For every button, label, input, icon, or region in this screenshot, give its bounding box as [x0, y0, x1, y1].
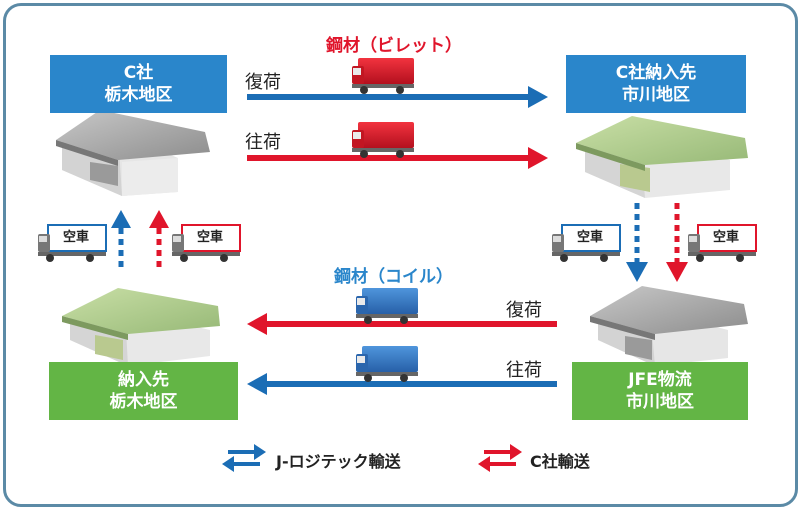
node-dest-tochigi-line1: 納入先 [118, 370, 169, 390]
node-c-dest-ichikawa: C社納入先 市川地区 [566, 55, 746, 113]
warehouse-c-tochigi [56, 110, 210, 196]
dashed-arrow-right-red [666, 203, 688, 282]
node-jfe-ichikawa-line2: 市川地区 [626, 392, 694, 412]
node-c-tochigi-line2: 栃木地区 [104, 85, 173, 105]
empty-label-left-blue: 空車 [52, 230, 100, 246]
dashed-arrow-left-red [149, 210, 169, 270]
truck-blue-bottom-2 [356, 346, 418, 382]
label-bottom-outbound: 往荷 [506, 360, 542, 381]
dashed-arrow-left-blue [111, 210, 131, 270]
truck-red-top-1 [352, 58, 414, 94]
dashed-arrow-right-blue [626, 203, 648, 282]
cargo-coil-label: 鋼材（コイル） [334, 267, 453, 287]
empty-label-right-blue: 空車 [566, 230, 614, 246]
legend-blue-swap-icon [222, 444, 266, 472]
arrow-bottom-outbound-blue [247, 373, 557, 395]
node-dest-tochigi: 納入先 栃木地区 [49, 362, 238, 420]
node-jfe-ichikawa-line1: JFE物流 [628, 370, 692, 390]
label-top-outbound: 往荷 [245, 132, 281, 153]
warehouse-jfe-ichikawa [590, 286, 748, 366]
legend-jlogitec-label: J-ロジテック輸送 [276, 452, 401, 471]
arrow-top-outbound-red [247, 147, 548, 169]
node-c-tochigi: C社 栃木地区 [50, 55, 227, 113]
node-dest-tochigi-line2: 栃木地区 [109, 392, 178, 412]
node-c-tochigi-line1: C社 [123, 63, 154, 83]
arrow-bottom-return-red [247, 313, 557, 335]
legend-red-swap-icon [478, 444, 522, 472]
label-top-return: 復荷 [245, 72, 281, 93]
legend-c-company-label: C社輸送 [530, 452, 590, 471]
label-bottom-return: 復荷 [506, 300, 542, 321]
warehouse-dest-tochigi [62, 288, 220, 366]
arrow-top-return-blue [247, 86, 548, 108]
node-c-dest-ichikawa-line2: 市川地区 [622, 85, 690, 105]
truck-blue-bottom-1 [356, 288, 418, 324]
warehouse-c-dest-ichikawa [576, 116, 748, 198]
node-jfe-ichikawa: JFE物流 市川地区 [572, 362, 748, 420]
empty-label-right-red: 空車 [702, 230, 750, 246]
cargo-billet-label: 鋼材（ビレット） [326, 36, 462, 56]
node-c-dest-ichikawa-line1: C社納入先 [615, 63, 697, 83]
empty-label-left-red: 空車 [186, 230, 234, 246]
truck-red-top-2 [352, 122, 414, 158]
